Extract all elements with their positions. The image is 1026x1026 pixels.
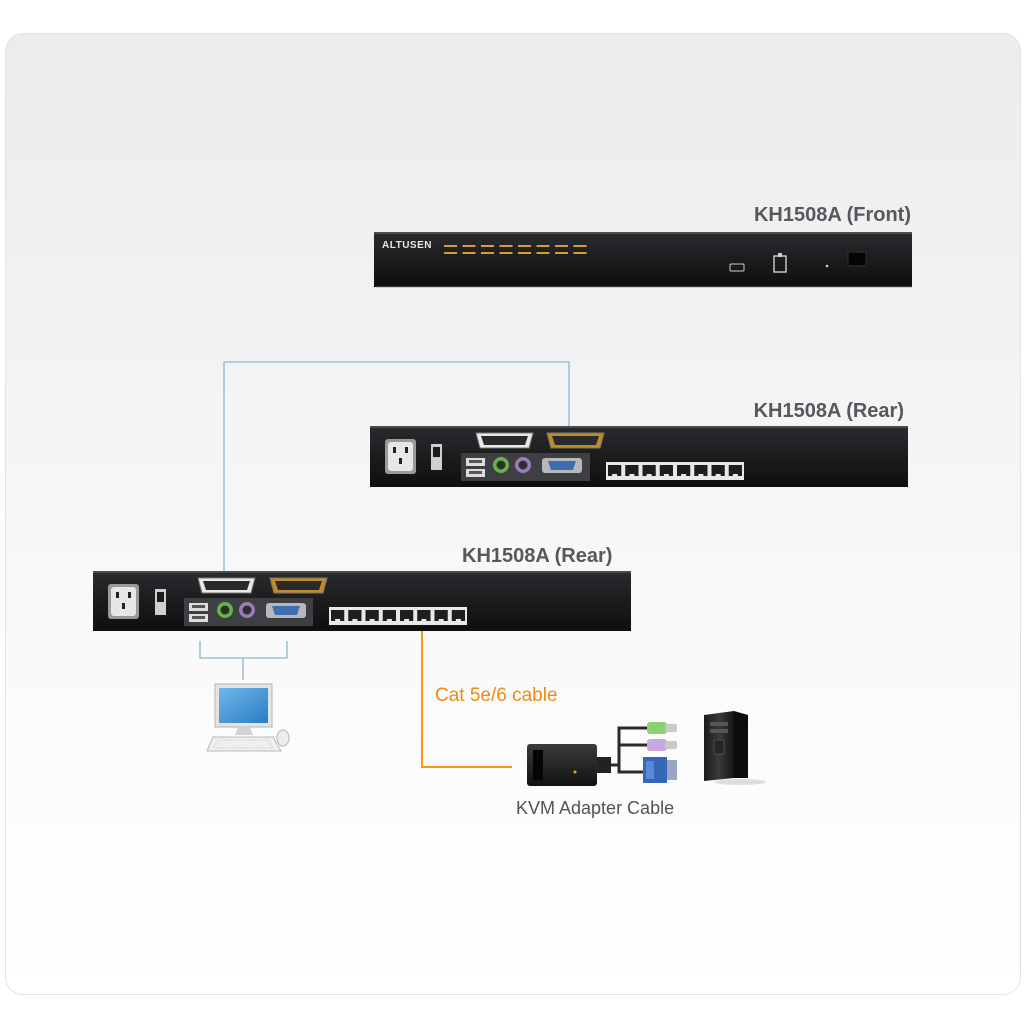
port-led-icon [444,245,457,254]
rear-unit-top [370,426,908,487]
reset-button-icon [773,253,787,273]
port-led-icon [536,245,550,254]
power-led-icon [729,263,745,272]
port-led-icon [462,245,476,254]
rj45-port-icon [417,610,431,622]
ps2-keyboard-port-icon [493,457,509,473]
rear-unit-top-label: KH1508A (Rear) [753,400,904,422]
vga-port-icon [266,603,306,618]
rj45-port-icon [451,610,465,622]
indicator-dot-icon [825,264,829,268]
rj45-port-icon [365,610,379,622]
front-unit-label: KH1508A (Front) [753,204,911,226]
port-led-row [444,245,587,254]
front-brand-logo: ALTUSEN [382,240,432,251]
port-led-icon [573,245,587,254]
rj45-port-icon [382,610,396,622]
port-led-icon [555,245,568,254]
rj45-port-icon [677,465,691,477]
port-led-icon [518,245,531,254]
rj45-port-bank [329,607,467,625]
rj45-port-icon [608,465,622,477]
ps2-purple-plug-icon [647,739,677,751]
rj45-port-icon [728,465,742,477]
rj45-port-icon [348,610,362,622]
port-led-icon [481,245,494,254]
vga-plug-icon [643,757,677,783]
rj45-port-icon [711,465,725,477]
rj45-port-icon [434,610,448,622]
power-switch-icon [155,589,166,615]
rear-unit-bottom-label: KH1508A (Rear) [462,545,613,567]
diagram-frame [5,33,1021,995]
port-led-icon [499,245,513,254]
kvm-adapter-icon [527,722,677,786]
kvm-adapter-label: KVM Adapter Cable [516,798,675,818]
rj45-port-icon [331,610,345,622]
front-unit [374,232,912,288]
rj45-port-icon [625,465,639,477]
usb-ports-icon [189,603,208,622]
power-socket-icon [385,439,416,474]
ps2-mouse-port-icon [515,457,531,473]
server-tower-icon [704,711,766,785]
rear-unit-bottom [93,571,631,631]
usb-ports-icon [466,458,485,477]
cat-cable-label: Cat 5e/6 cable [435,685,558,706]
chain-out-port-icon [269,577,328,594]
power-socket-icon [108,584,139,619]
ps2-mouse-port-icon [239,602,255,618]
rj45-port-icon [642,465,656,477]
console-computer-icon [206,683,290,752]
rj45-port-icon [400,610,414,622]
ps2-keyboard-port-icon [217,602,233,618]
chain-in-port-icon [475,432,534,449]
vga-port-icon [542,458,582,473]
rj45-port-icon [694,465,708,477]
cascade-cable [223,361,570,578]
power-switch-icon [431,444,442,470]
ps2-green-plug-icon [647,722,677,734]
usb-port-icon [847,251,867,267]
chain-in-port-icon [197,577,256,594]
mouse-icon [276,729,290,747]
rj45-ports [608,465,742,477]
cat-cable [421,622,512,768]
chain-out-port-icon [546,432,605,449]
rj45-ports [331,610,465,622]
rj45-port-icon [659,465,673,477]
console-cable [199,641,288,659]
rj45-port-bank [606,462,744,480]
